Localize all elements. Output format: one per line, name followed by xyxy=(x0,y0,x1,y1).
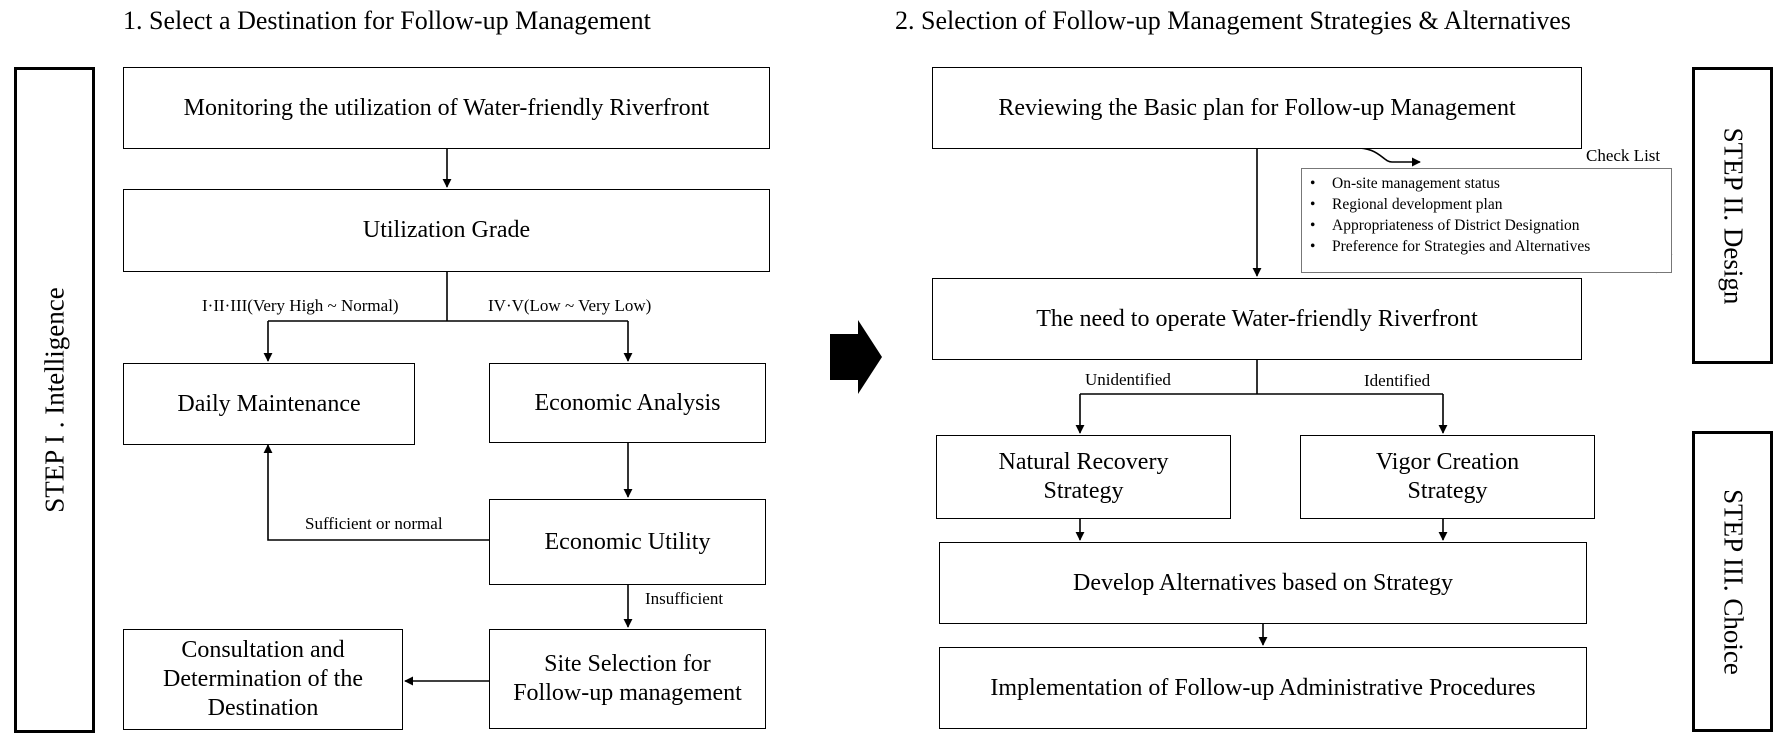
sufficient-label: Sufficient or normal xyxy=(305,514,443,533)
check-list-item: •Appropriateness of District Designation xyxy=(1310,217,1580,234)
left-heading: 1. Select a Destination for Follow-up Ma… xyxy=(123,6,651,35)
step-intelligence-box: STEP I . Intelligence xyxy=(14,67,95,733)
utilization-grade-box: Utilization Grade xyxy=(123,189,770,272)
reviewing-box: Reviewing the Basic plan for Follow-up M… xyxy=(932,67,1582,149)
right-heading: 2. Selection of Follow-up Management Str… xyxy=(895,6,1571,35)
natural-recovery-box: Natural Recovery Strategy xyxy=(936,435,1231,519)
check-list-title: Check List xyxy=(1586,146,1661,165)
check-list-box: •On-site management status •Regional dev… xyxy=(1301,168,1672,273)
develop-alternatives-box: Develop Alternatives based on Strategy xyxy=(939,542,1587,624)
step-intelligence-label: STEP I . Intelligence xyxy=(39,287,69,513)
need-to-operate-box: The need to operate Water-friendly River… xyxy=(932,278,1582,360)
economic-utility-box: Economic Utility xyxy=(489,499,766,585)
identified-label: Identified xyxy=(1364,371,1431,390)
economic-analysis-box: Economic Analysis xyxy=(489,363,766,443)
step-choice-label: STEP III. Choice xyxy=(1718,488,1748,675)
check-list-item: •Regional development plan xyxy=(1310,196,1503,213)
consultation-box: Consultation and Determination of the De… xyxy=(123,629,403,730)
checklist-pointer xyxy=(1349,147,1421,167)
unidentified-label: Unidentified xyxy=(1085,370,1171,389)
site-selection-box: Site Selection for Follow-up management xyxy=(489,629,766,729)
check-list-item: •Preference for Strategies and Alternati… xyxy=(1310,238,1591,255)
vigor-creation-box: Vigor Creation Strategy xyxy=(1300,435,1595,519)
step-design-box: STEP II. Design xyxy=(1692,67,1773,364)
branch-low-label: IV·V(Low ~ Very Low) xyxy=(488,296,652,315)
step-choice-box: STEP III. Choice xyxy=(1692,431,1773,732)
transition-arrow-icon xyxy=(830,320,882,394)
arrow-utility-back-to-maintenance xyxy=(263,444,489,541)
insufficient-label: Insufficient xyxy=(645,589,724,608)
check-list-item: •On-site management status xyxy=(1310,175,1500,192)
daily-maintenance-box: Daily Maintenance xyxy=(123,363,415,445)
implementation-box: Implementation of Follow-up Administrati… xyxy=(939,647,1587,729)
branch-high-label: I·II·III(Very High ~ Normal) xyxy=(202,296,399,315)
step-design-label: STEP II. Design xyxy=(1718,127,1748,304)
monitoring-box: Monitoring the utilization of Water-frie… xyxy=(123,67,770,149)
